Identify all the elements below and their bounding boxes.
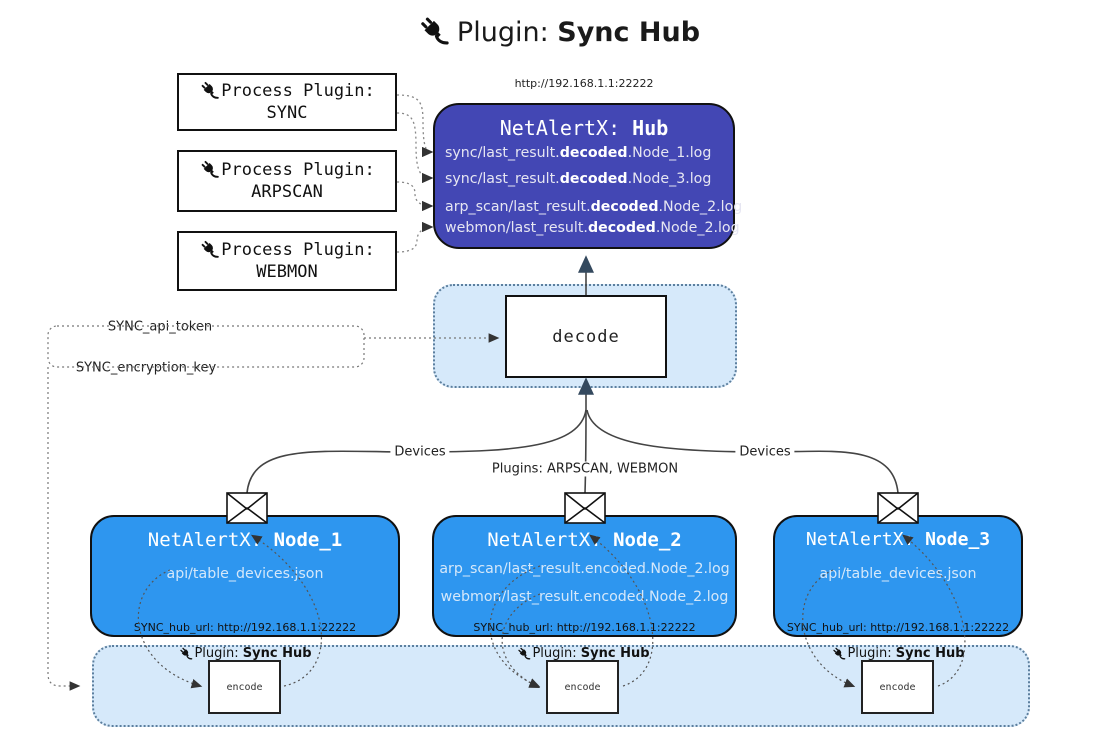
node3-hub-url: SYNC_hub_url: http://192.168.1.1:22222	[786, 621, 1010, 634]
hub-log-line: webmon/last_result.decoded.Node_2.log	[445, 220, 740, 238]
node-title-bold: Node_3	[925, 529, 991, 550]
node3-file: api/table_devices.json	[819, 566, 977, 582]
plug-icon	[831, 647, 845, 661]
hub-log-bold: decoded	[590, 199, 659, 215]
node1-title: NetAlertX: Node_1	[92, 529, 398, 551]
node2-file: webmon/last_result.encoded.Node_2.log	[440, 589, 729, 605]
plug-icon	[516, 647, 530, 661]
process-plugin-sync-box: Process Plugin: SYNC	[177, 73, 397, 131]
process-plugin-sync-name: SYNC	[266, 103, 308, 123]
edge-settings-to-encode-panel	[47, 367, 81, 691]
hub-log-pre: arp_scan/last_result.	[445, 199, 591, 215]
process-plugin-webmon-label: Process Plugin:	[199, 240, 375, 260]
encoder-label-2: Plugin: Sync Hub	[516, 646, 650, 661]
node-title-bold: Node_2	[613, 529, 682, 551]
decode-box: decode	[505, 295, 667, 378]
devices-label-left: Devices	[390, 444, 450, 460]
hub-title: NetAlertX: Hub	[435, 116, 733, 140]
hub-log-bold: decoded	[559, 171, 628, 187]
plug-icon	[199, 81, 219, 101]
hub-log-pre: sync/last_result.	[445, 171, 560, 187]
plugins-label-mid: Plugins: ARPSCAN, WEBMON	[487, 461, 683, 477]
hub-log-line: arp_scan/last_result.decoded.Node_2.log	[445, 199, 742, 217]
edge-node2-to-decode	[584, 409, 587, 494]
process-plugin-label-text: Process Plugin:	[221, 81, 375, 101]
plug-icon	[178, 647, 192, 661]
plug-icon	[199, 160, 219, 180]
hub-title-prefix: NetAlertX:	[499, 116, 633, 140]
encoder-label-3: Plugin: Sync Hub	[831, 646, 965, 661]
node2-file: arp_scan/last_result.encoded.Node_2.log	[439, 561, 730, 577]
node2-box: NetAlertX: Node_2 arp_scan/last_result.e…	[432, 515, 737, 637]
sync-encryption-key-label: SYNC_encryption_key	[71, 360, 221, 376]
edge-sync-to-hub-line2	[396, 112, 434, 184]
hub-log-bold: decoded	[559, 145, 628, 161]
hub-log-post: .Node_3.log	[627, 171, 712, 187]
page-title-text: Plugin: Sync Hub	[457, 17, 700, 48]
encoder-label-bold: Sync Hub	[895, 646, 965, 661]
hub-url-label: http://192.168.1.1:22222	[514, 77, 654, 90]
hub-box: NetAlertX: Hub sync/last_result.decoded.…	[433, 103, 742, 249]
node2-title: NetAlertX: Node_2	[434, 529, 735, 551]
encoder-label-text: Plugin: Sync Hub	[847, 646, 964, 661]
hub-log-bold: decoded	[587, 220, 656, 236]
title-prefix: Plugin:	[456, 16, 558, 48]
node2-hub-url: SYNC_hub_url: http://192.168.1.1:22222	[473, 621, 696, 634]
hub-log-pre: webmon/last_result.	[445, 220, 588, 236]
hub-log-post: .Node_2.log	[655, 220, 740, 236]
hub-log-pre: sync/last_result.	[445, 145, 560, 161]
sync-api-token-label: SYNC_api_token	[103, 319, 217, 335]
node-title-prefix: NetAlertX:	[147, 529, 274, 551]
node-title-prefix: NetAlertX:	[487, 529, 614, 551]
node1-hub-url: SYNC_hub_url: http://192.168.1.1:22222	[133, 621, 357, 634]
process-plugin-arpscan-name: ARPSCAN	[251, 182, 323, 202]
encoder-label-bold: Sync Hub	[242, 646, 312, 661]
encoder-label-text: Plugin: Sync Hub	[532, 646, 649, 661]
node-title-bold: Node_1	[273, 529, 343, 551]
encoder-label-text: Plugin: Sync Hub	[194, 646, 311, 661]
node3-box: NetAlertX: Node_3 api/table_devices.json…	[773, 515, 1023, 637]
node-title-prefix: NetAlertX:	[805, 529, 926, 550]
node3-title: NetAlertX: Node_3	[775, 529, 1021, 550]
hub-log-line: sync/last_result.decoded.Node_1.log	[445, 145, 731, 163]
node1-box: NetAlertX: Node_1 api/table_devices.json…	[90, 515, 400, 637]
process-plugin-sync-label: Process Plugin:	[199, 81, 375, 101]
process-plugin-arpscan-label: Process Plugin:	[199, 160, 375, 180]
encoder-label-bold: Sync Hub	[580, 646, 650, 661]
encode-box-3: encode	[861, 660, 934, 714]
encoder-label-prefix: Plugin:	[194, 646, 243, 661]
edge-sync-to-hub-line1	[396, 94, 434, 158]
encoder-label-1: Plugin: Sync Hub	[178, 646, 312, 661]
process-plugin-webmon-box: Process Plugin: WEBMON	[177, 231, 397, 291]
encode-box-2: encode	[546, 660, 619, 714]
plug-icon	[199, 240, 219, 260]
hub-log-line: sync/last_result.decoded.Node_3.log	[445, 171, 731, 189]
process-plugin-label-text: Process Plugin:	[221, 160, 375, 180]
process-plugin-webmon-name: WEBMON	[256, 262, 318, 282]
node1-file: api/table_devices.json	[166, 566, 324, 582]
hub-title-bold: Hub	[632, 116, 669, 140]
hub-log-post: .Node_1.log	[627, 145, 712, 161]
process-plugin-label-text: Process Plugin:	[221, 240, 375, 260]
edge-arpscan-to-hub	[396, 181, 434, 212]
plug-icon	[417, 16, 449, 48]
devices-label-right: Devices	[735, 444, 795, 460]
process-plugin-arpscan-box: Process Plugin: ARPSCAN	[177, 150, 397, 212]
encoder-label-prefix: Plugin:	[532, 646, 581, 661]
hub-log-post: .Node_2.log	[658, 199, 743, 215]
encoder-label-prefix: Plugin:	[847, 646, 896, 661]
encode-box-1: encode	[208, 660, 281, 714]
page-title: Plugin: Sync Hub	[0, 16, 1117, 48]
edge-webmon-to-hub	[396, 221, 434, 253]
title-bold: Sync Hub	[557, 16, 701, 48]
